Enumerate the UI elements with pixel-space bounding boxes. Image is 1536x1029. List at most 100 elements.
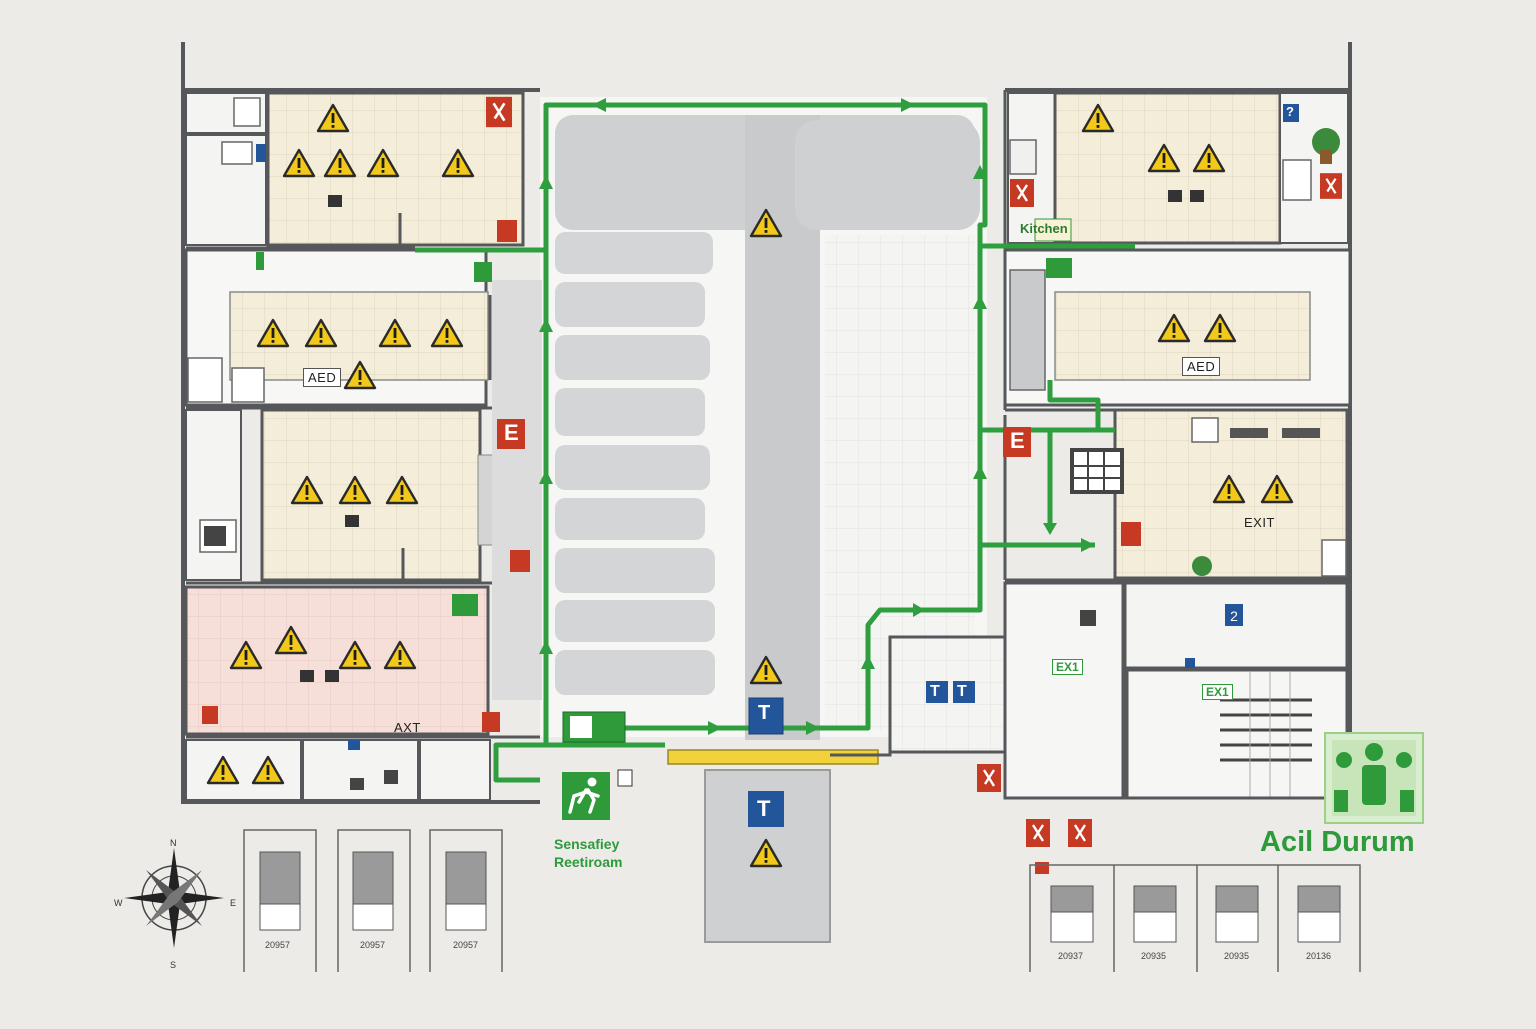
fixture-cabinet-east xyxy=(1321,539,1347,577)
parking-plate-left-3: 20957 xyxy=(453,940,479,950)
info-sign-ne xyxy=(1283,104,1299,122)
barrier-gate xyxy=(667,749,879,765)
fire-extinguisher-icon xyxy=(1026,818,1050,848)
fire-alarm-icon xyxy=(202,706,218,724)
room-east-5 xyxy=(1003,581,1125,800)
fixture-small xyxy=(384,770,398,784)
muster-extra-icon xyxy=(617,769,633,787)
green-exit-signs xyxy=(256,218,1072,743)
toilet-sign-label-3: T xyxy=(957,683,967,700)
outdoor-parking-cars-right xyxy=(1050,885,1341,943)
small-markers xyxy=(300,190,1204,682)
room-southwest-3 xyxy=(419,739,491,801)
fixture-annex xyxy=(1009,139,1037,175)
east-stair-strip xyxy=(1009,269,1046,391)
fire-extinguisher-icon xyxy=(1068,818,1092,848)
fire-equipment-signs xyxy=(202,96,1342,874)
route-main-loop xyxy=(543,102,988,731)
parking-plate-right-2: 20935 xyxy=(1141,951,1167,961)
room-southwest-2 xyxy=(302,739,419,801)
parking-plate-left-2: 20957 xyxy=(360,940,386,950)
info-sign-ne-label: ? xyxy=(1286,104,1294,119)
exit-room-label-1: EX1 xyxy=(1052,659,1083,675)
parking-plate-right-3: 20935 xyxy=(1224,951,1250,961)
parking-curve-right xyxy=(795,120,980,230)
parking-plate-right-4: 20136 xyxy=(1306,951,1332,961)
fixture-bench-2 xyxy=(1282,428,1320,438)
info-marker-east xyxy=(1185,658,1195,668)
fire-alarm-icon xyxy=(1035,862,1049,874)
fixture-cabinet xyxy=(187,357,223,403)
room-west-3-annex xyxy=(185,409,242,581)
toilet-signs xyxy=(748,681,975,827)
fire-alarm-icon xyxy=(510,550,530,572)
compass-east-label: E xyxy=(230,898,237,908)
fixture-box xyxy=(233,97,261,127)
fire-alarm-icon xyxy=(1121,522,1141,546)
compass-south-label: S xyxy=(170,960,177,970)
outdoor-parking-cars-left xyxy=(259,851,487,931)
fixture-small-east xyxy=(1080,610,1096,626)
elevator-grid-lines xyxy=(1072,450,1122,492)
emergency-panel-right xyxy=(1003,427,1031,457)
toilet-sign-label-1: T xyxy=(758,702,771,724)
plant-east xyxy=(1192,556,1212,576)
building-walls xyxy=(181,42,1352,804)
info-sign-east-text: 2 xyxy=(1230,608,1238,624)
fire-extinguisher-icon xyxy=(977,763,1001,793)
compass-rose-icon xyxy=(124,848,224,948)
toilet-sign-label-4: T xyxy=(757,796,771,821)
evacuation-routes xyxy=(415,102,1135,783)
route-connector xyxy=(1047,380,1101,430)
fixture-bench xyxy=(1230,428,1268,438)
parking-plate-left-1: 20957 xyxy=(265,940,291,950)
parking-side-strip xyxy=(492,280,542,700)
stair-treads xyxy=(1220,698,1312,762)
elevator-grid xyxy=(1070,448,1124,494)
compass-north-label: N xyxy=(170,838,177,848)
info-sign-east xyxy=(1225,604,1243,626)
assembly-people-icon xyxy=(1334,743,1414,812)
emergency-panel-left xyxy=(497,419,525,449)
room-west-4 xyxy=(184,585,490,736)
parking-bays-left xyxy=(555,232,715,695)
axt-label: AXT xyxy=(394,720,421,735)
exit-label-right: EXIT xyxy=(1244,515,1275,530)
muster-label-line1: Sensafiey xyxy=(554,836,620,852)
route-arrows xyxy=(539,98,1095,735)
compass-west-label: W xyxy=(114,898,123,908)
room-stairs xyxy=(1123,668,1349,800)
fire-extinguisher-icon xyxy=(1010,178,1034,208)
fixture-small-2 xyxy=(350,778,364,790)
fixture-sink-east xyxy=(1282,159,1312,201)
fixture-cabinet-2 xyxy=(231,367,265,403)
outdoor-parking-right xyxy=(1029,864,1361,972)
emergency-title: Acil Durum xyxy=(1260,826,1415,858)
aed-label-right: AED xyxy=(1182,357,1221,376)
outdoor-parking-left xyxy=(243,829,503,972)
exit-room-label-2: EX1 xyxy=(1202,684,1233,700)
stair-lines xyxy=(1249,672,1291,798)
emergency-panel-right-letter: E xyxy=(1010,428,1025,453)
emergency-panel-left-letter: E xyxy=(504,420,519,445)
fixture-sink xyxy=(221,141,253,165)
fire-extinguisher-icon xyxy=(486,96,512,128)
info-marker-sw xyxy=(348,740,360,750)
fire-alarm-icon xyxy=(482,712,500,732)
room-west-3 xyxy=(260,408,482,582)
parking-plate-right-1: 20937 xyxy=(1058,951,1084,961)
room-southwest-1 xyxy=(185,739,302,801)
toilet-sign-label-2: T xyxy=(930,683,940,700)
route-exit-south xyxy=(493,730,665,783)
fire-alarm-icon xyxy=(497,220,517,242)
kitchen-sign-label: Kitchen xyxy=(1020,221,1068,236)
fire-extinguisher-icon xyxy=(1320,172,1342,200)
interior-walls-left xyxy=(186,213,540,739)
fixture-window xyxy=(1191,417,1219,443)
fixture-monitor xyxy=(204,526,226,546)
aed-label-left: AED xyxy=(303,368,342,387)
muster-label-line2: Reetiroam xyxy=(554,854,623,870)
info-marker xyxy=(256,144,266,162)
